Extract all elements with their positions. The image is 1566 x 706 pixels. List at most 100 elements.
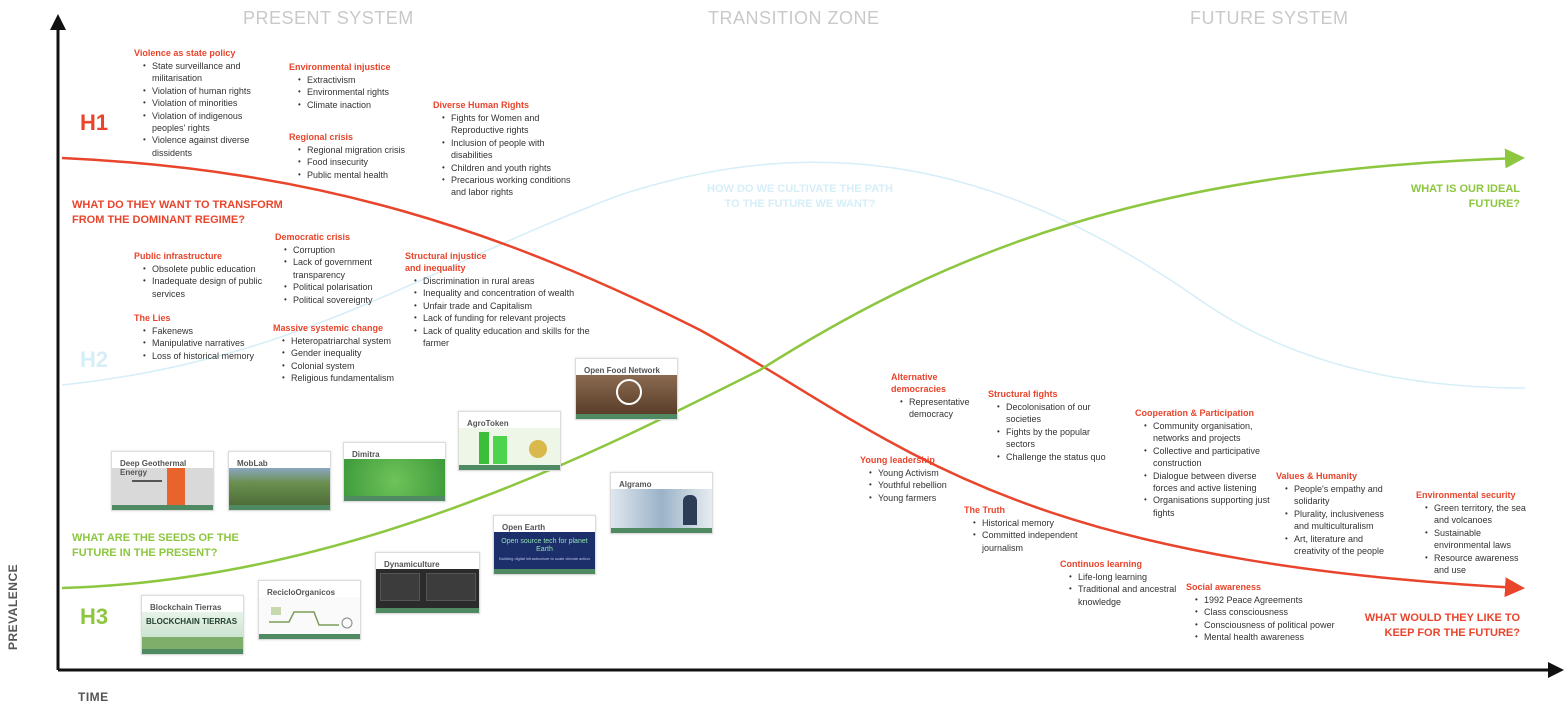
group-diverse-rights: Diverse Human Rights Fights for Women an… bbox=[433, 99, 573, 199]
group-title: Environmental security bbox=[1416, 490, 1516, 500]
group-item: Challenge the status quo bbox=[997, 451, 1108, 464]
group-title: Democratic crisis bbox=[275, 232, 351, 242]
card-agrotoken[interactable]: AgroToken bbox=[458, 411, 561, 471]
card-image bbox=[259, 597, 360, 634]
card-algramo[interactable]: Algramo bbox=[610, 472, 713, 534]
card-title: Blockchain Tierras bbox=[150, 603, 222, 612]
card-dimitra[interactable]: Dimitra bbox=[343, 442, 446, 502]
h3-label: H3 bbox=[80, 604, 109, 629]
group-public-infrastructure: Public infrastructure Obsolete public ed… bbox=[134, 250, 274, 300]
x-axis-arrow bbox=[1548, 662, 1564, 678]
group-item: Traditional and ancestral knowledge bbox=[1069, 583, 1180, 608]
group-item: Young Activism bbox=[869, 467, 970, 480]
group-item: Inadequate design of public services bbox=[143, 275, 274, 300]
group-item: Green territory, the sea and volcanoes bbox=[1425, 502, 1526, 527]
card-image bbox=[611, 489, 712, 528]
card-image bbox=[459, 428, 560, 465]
group-title: Structural injustice and inequality bbox=[405, 251, 487, 273]
group-item: Historical memory bbox=[973, 517, 1084, 530]
group-item: Discrimination in rural areas bbox=[414, 275, 590, 288]
group-massive-change: Massive systemic change Heteropatriarcha… bbox=[273, 322, 408, 385]
group-item: Loss of historical memory bbox=[143, 350, 274, 363]
group-item: Resource awareness and use bbox=[1425, 552, 1526, 577]
group-item: Manipulative narratives bbox=[143, 337, 274, 350]
group-item: Obsolete public education bbox=[143, 263, 274, 276]
card-image: BLOCKCHAIN TIERRAS bbox=[142, 612, 243, 649]
card-title: RecicloOrganicos bbox=[267, 588, 336, 597]
h1-label: H1 bbox=[80, 110, 109, 135]
drill-line bbox=[132, 480, 162, 482]
question-transform: WHAT DO THEY WANT TO TRANSFORM FROM THE … bbox=[72, 199, 283, 226]
card-image-text: Open source tech for planet Earth bbox=[501, 538, 588, 553]
group-title: Social awareness bbox=[1186, 582, 1262, 592]
group-item: Violation of indigenous peoples' rights bbox=[143, 110, 264, 135]
group-item: Inequality and concentration of wealth bbox=[414, 287, 590, 300]
group-title: Young leadership bbox=[860, 455, 935, 465]
card-bar bbox=[229, 505, 330, 510]
card-image-subtext: Building digital infrastructure to scale… bbox=[499, 556, 590, 561]
group-item: Art, literature and creativity of the pe… bbox=[1285, 533, 1401, 558]
token-bar bbox=[493, 436, 507, 464]
h2-label: H2 bbox=[80, 347, 109, 372]
group-item: Youthful rebellion bbox=[869, 479, 970, 492]
group-item: 1992 Peace Agreements bbox=[1195, 594, 1346, 607]
card-title: Algramo bbox=[619, 480, 652, 489]
group-item: Inclusion of people with disabilities bbox=[442, 137, 573, 162]
card-bar bbox=[142, 649, 243, 654]
h1-curve bbox=[61, 156, 1525, 598]
group-item: Environmental rights bbox=[298, 86, 419, 99]
h2-curve bbox=[61, 161, 1526, 389]
group-values: Values & Humanity People's empathy and s… bbox=[1276, 470, 1401, 557]
card-bar bbox=[576, 414, 677, 419]
card-bar bbox=[459, 465, 560, 470]
group-item: Representative democracy bbox=[900, 396, 981, 421]
card-deep-geothermal[interactable]: Deep Geothermal Energy bbox=[111, 451, 214, 511]
card-title: Dynamiculture bbox=[384, 560, 440, 569]
y-axis-arrow bbox=[50, 14, 66, 30]
card-moblab[interactable]: MobLab bbox=[228, 451, 331, 511]
group-item: Religious fundamentalism bbox=[282, 372, 408, 385]
group-alternative-democracies: Alternative democracies Representative d… bbox=[891, 371, 981, 421]
group-item: Class consciousness bbox=[1195, 606, 1346, 619]
card-open-food-network[interactable]: Open Food Network bbox=[575, 358, 678, 420]
group-title: Continuos learning bbox=[1060, 559, 1142, 569]
group-item: Violence against diverse dissidents bbox=[143, 134, 264, 159]
group-item: Children and youth rights bbox=[442, 162, 573, 175]
group-item: State surveillance and militarisation bbox=[143, 60, 264, 85]
group-democratic: Democratic crisis Corruption Lack of gov… bbox=[275, 231, 400, 306]
group-continuous-learning: Continuos learning Life-long learning Tr… bbox=[1060, 558, 1180, 608]
group-structural-fights: Structural fights Decolonisation of our … bbox=[988, 388, 1108, 463]
card-bar bbox=[259, 634, 360, 639]
card-blockchain-tierras[interactable]: Blockchain Tierras BLOCKCHAIN TIERRAS bbox=[141, 595, 244, 655]
card-image: Open source tech for planet Earth Buildi… bbox=[494, 532, 595, 569]
group-title: Public infrastructure bbox=[134, 251, 223, 261]
group-item: Gender inequality bbox=[282, 347, 408, 360]
card-image-text: BLOCKCHAIN TIERRAS bbox=[146, 617, 238, 626]
card-bar bbox=[494, 569, 595, 574]
group-cooperation: Cooperation & Participation Community or… bbox=[1135, 407, 1270, 519]
group-item: Violation of minorities bbox=[143, 97, 264, 110]
group-item: Fights for Women and Reproductive rights bbox=[442, 112, 573, 137]
group-item: Decolonisation of our societies bbox=[997, 401, 1108, 426]
dashboard-panel bbox=[380, 573, 420, 601]
group-title: Alternative democracies bbox=[891, 372, 947, 394]
group-item: Life-long learning bbox=[1069, 571, 1180, 584]
card-dynamiculture[interactable]: Dynamiculture bbox=[375, 552, 480, 614]
card-bar bbox=[376, 608, 479, 613]
card-open-earth[interactable]: Open Earth Open source tech for planet E… bbox=[493, 515, 596, 575]
group-structural-injustice: Structural injustice and inequality Disc… bbox=[405, 250, 590, 349]
group-item: Political polarisation bbox=[284, 281, 400, 294]
card-bar bbox=[611, 528, 712, 533]
coin-icon bbox=[529, 440, 547, 458]
earth-layer-shape bbox=[167, 468, 185, 505]
group-truth: The Truth Historical memory Committed in… bbox=[964, 504, 1084, 554]
question-keep: WHAT WOULD THEY LIKE TO KEEP FOR THE FUT… bbox=[1364, 612, 1520, 639]
card-reciclo-organicos[interactable]: RecicloOrganicos bbox=[258, 580, 361, 640]
group-item: Unfair trade and Capitalism bbox=[414, 300, 590, 313]
process-sketch-icon bbox=[269, 607, 353, 629]
zone-transition: TRANSITION ZONE bbox=[708, 8, 880, 28]
group-item: Colonial system bbox=[282, 360, 408, 373]
group-item: Plurality, inclusiveness and multicultur… bbox=[1285, 508, 1401, 533]
group-item: Lack of funding for relevant projects bbox=[414, 312, 590, 325]
card-image bbox=[376, 569, 479, 608]
